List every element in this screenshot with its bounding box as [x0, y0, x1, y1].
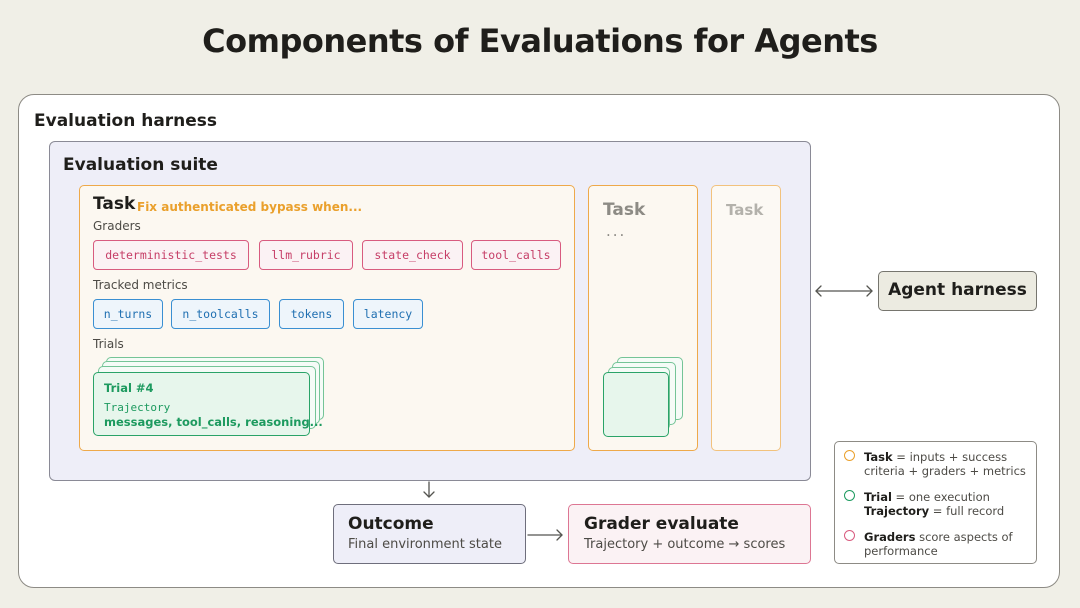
task-2-trial-front [603, 372, 669, 437]
outcome-title: Outcome [348, 514, 434, 534]
trial-trajectory-detail: messages, tool_calls, reasoning... [104, 415, 323, 429]
task-2-title: Task [603, 200, 646, 220]
page-title: Components of Evaluations for Agents [202, 22, 878, 60]
task-2-ellipsis: ... [606, 222, 627, 240]
metric-chip-latency: latency [353, 299, 423, 329]
evaluation-suite-label: Evaluation suite [63, 155, 218, 175]
task-card-3 [711, 185, 781, 451]
trials-label: Trials [93, 337, 124, 351]
grader-chip-deterministic-tests: deterministic_tests [93, 240, 249, 270]
evaluation-harness-label: Evaluation harness [34, 111, 218, 131]
grader-chip-state-check: state_check [362, 240, 463, 270]
tracked-metrics-label: Tracked metrics [93, 278, 188, 292]
graders-label: Graders [93, 219, 141, 233]
metric-chip-tokens: tokens [279, 299, 344, 329]
task-description: Fix authenticated bypass when... [137, 200, 363, 214]
grader-chip-llm-rubric: llm_rubric [259, 240, 353, 270]
metric-chip-n-turns: n_turns [93, 299, 163, 329]
grader-evaluate-box [568, 504, 811, 564]
trial-name: Trial #4 [104, 381, 154, 395]
trial-trajectory-label: Trajectory [104, 401, 171, 414]
legend-trial-dot-icon [844, 490, 855, 501]
task-title: Task [93, 194, 136, 214]
grader-evaluate-subtitle: Trajectory + outcome → scores [584, 537, 786, 552]
agent-harness-box: Agent harness [878, 271, 1037, 311]
grader-chip-tool-calls: tool_calls [471, 240, 561, 270]
metric-chip-n-toolcalls: n_toolcalls [171, 299, 270, 329]
grader-evaluate-title: Grader evaluate [584, 514, 739, 534]
outcome-subtitle: Final environment state [348, 537, 502, 552]
legend-graders-text: Graders score aspects of performance [864, 530, 1013, 558]
legend-task-dot-icon [844, 450, 855, 461]
legend-graders-dot-icon [844, 530, 855, 541]
legend-box [834, 441, 1037, 564]
legend-task-text: Task = inputs + success criteria + grade… [864, 450, 1026, 478]
outcome-box [333, 504, 526, 564]
trial-card-front [93, 372, 310, 436]
task-3-title: Task [726, 201, 764, 219]
